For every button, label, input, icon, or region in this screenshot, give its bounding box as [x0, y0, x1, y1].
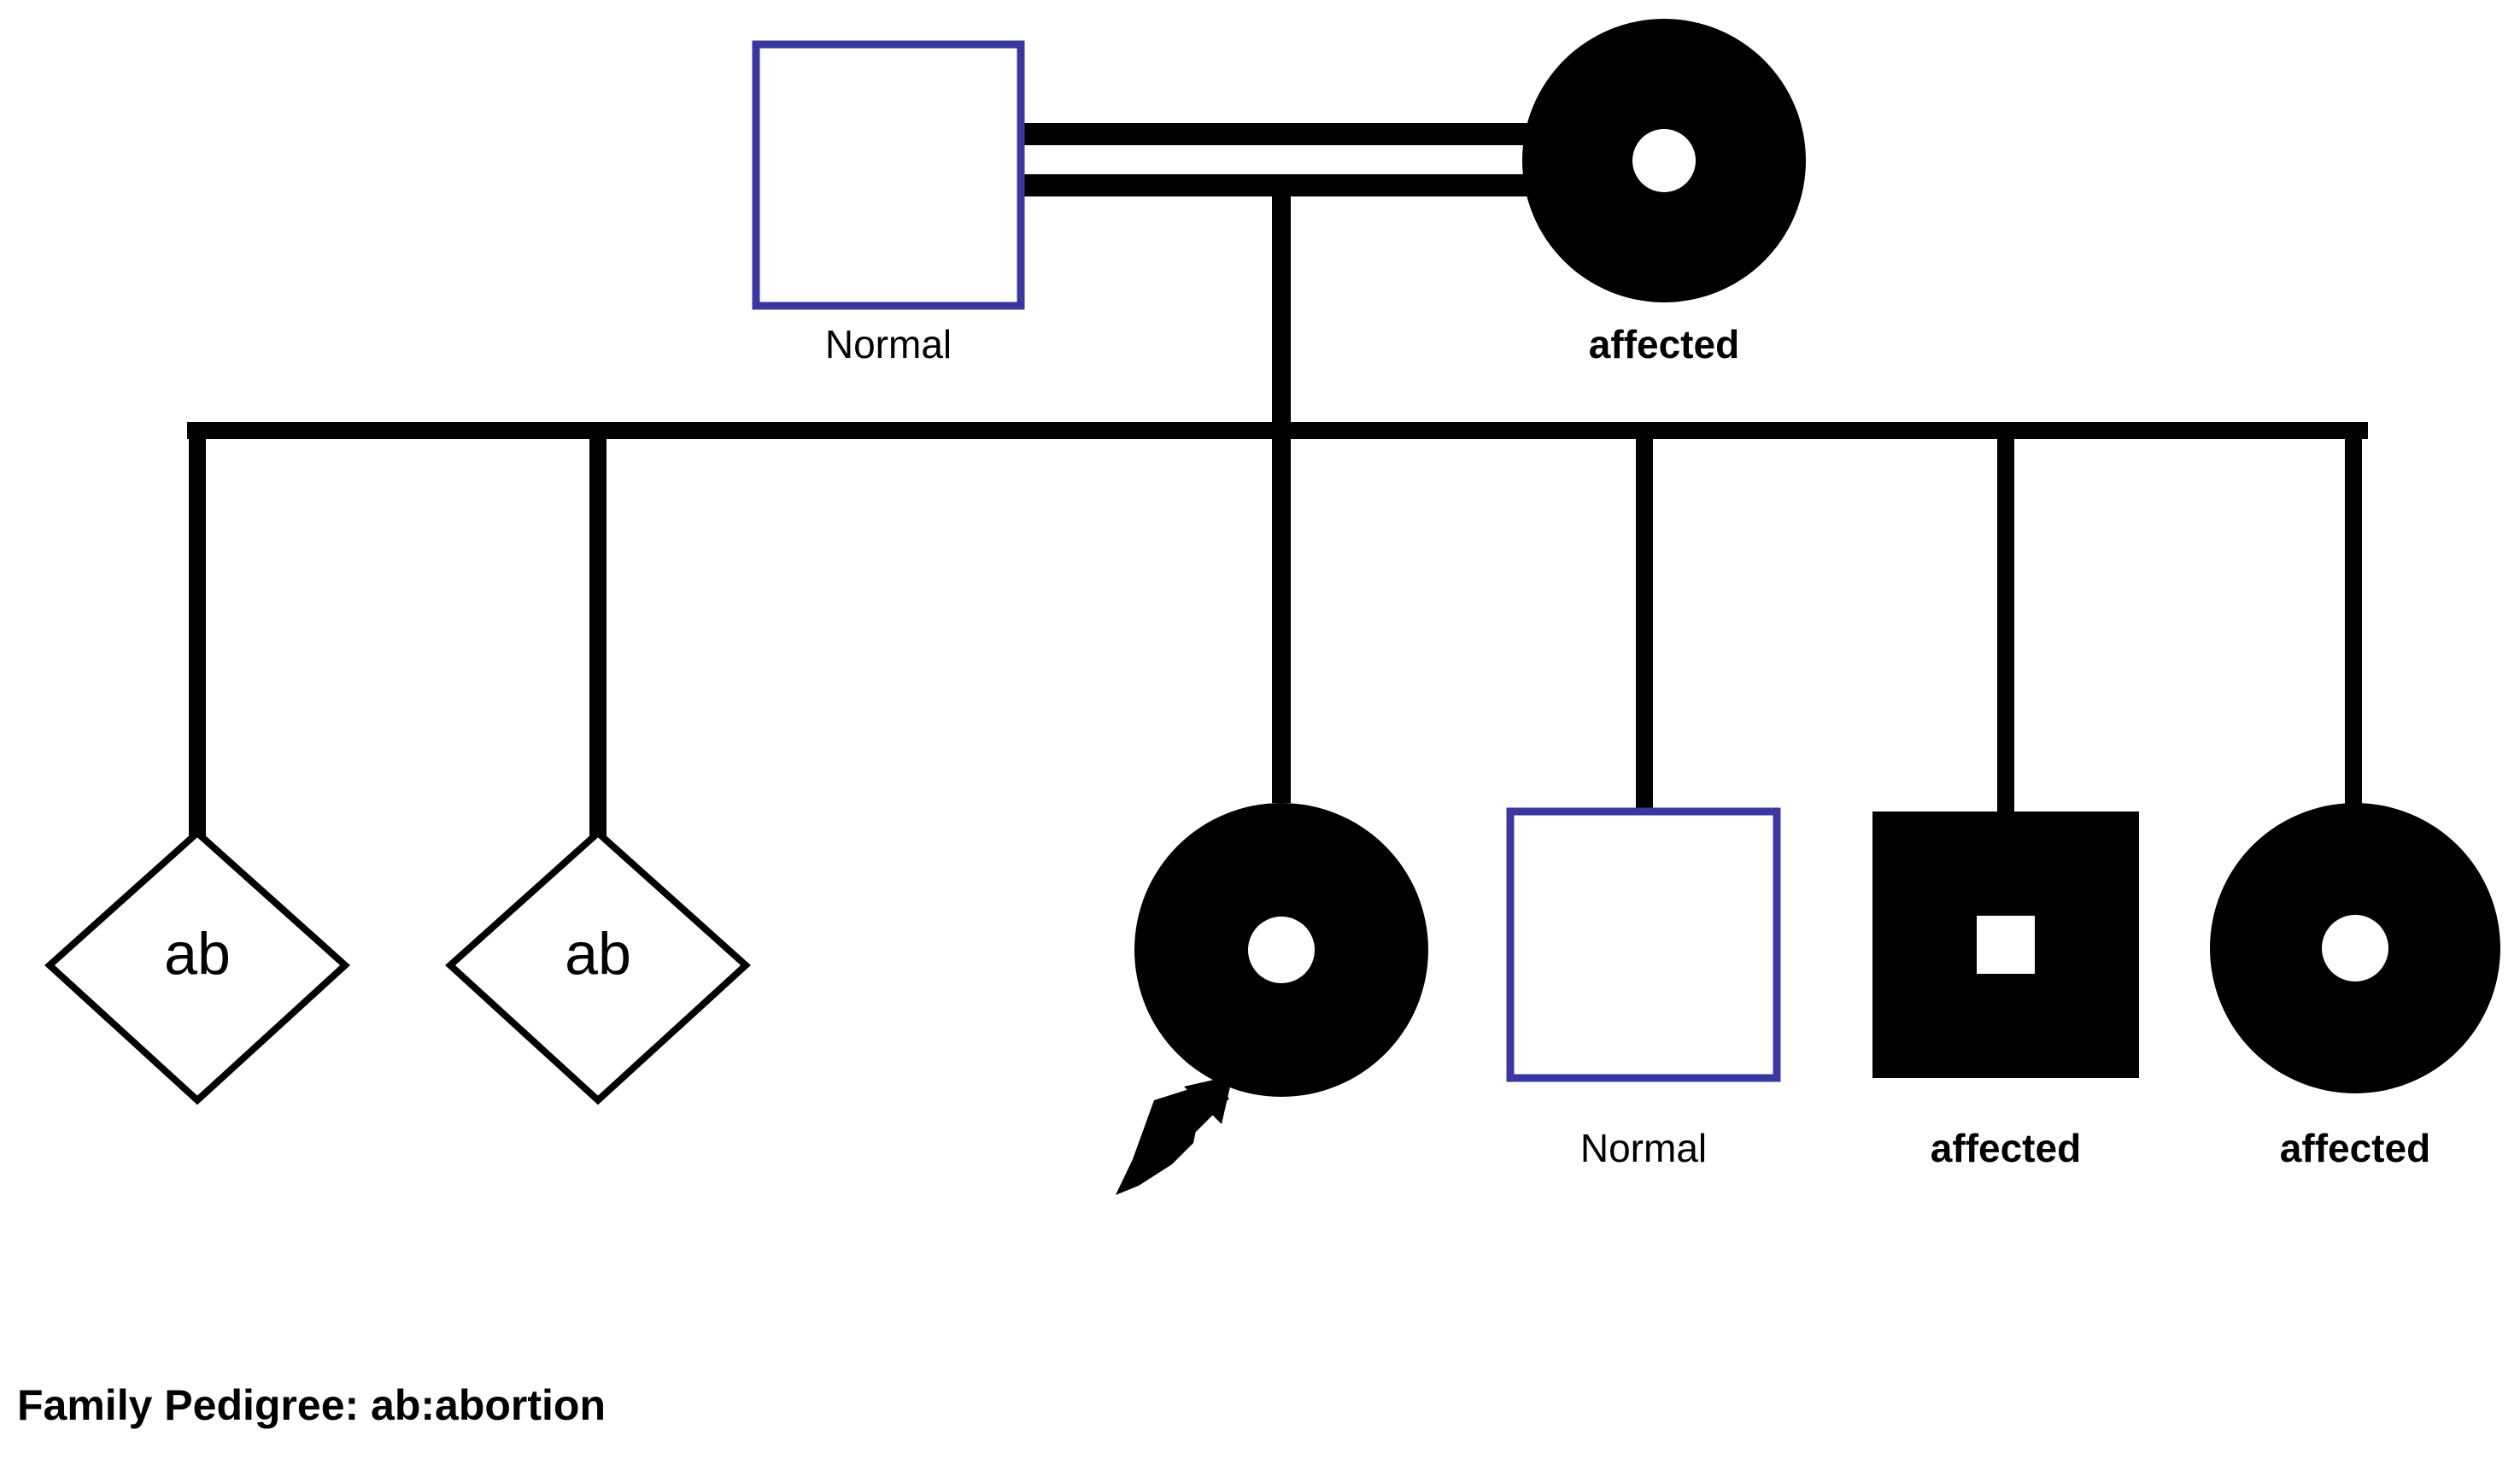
diamond-symbol-abortion[interactable] — [445, 828, 751, 1105]
person-child-1[interactable]: ab — [44, 828, 350, 1105]
person-child-2-inner-text: ab — [565, 920, 631, 987]
square-symbol-unaffected-male[interactable] — [1506, 807, 1781, 1082]
carrier-dot-icon — [2322, 915, 2388, 981]
carrier-dot-icon — [1248, 917, 1315, 983]
drop-line-child-2 — [589, 434, 607, 835]
marriage-line-upper — [1021, 123, 1542, 145]
person-child-5-label: affected — [1931, 1126, 2081, 1170]
pedigree-caption: Family Pedigree: ab:abortion — [17, 1381, 606, 1429]
person-mother-label: affected — [1589, 322, 1739, 366]
square-symbol-unaffected-male[interactable] — [752, 40, 1025, 310]
person-mother[interactable]: affected — [1522, 19, 1806, 366]
person-child-6-label: affected — [2280, 1126, 2430, 1170]
sibship-line — [187, 422, 2368, 439]
drop-line-child-6 — [2345, 434, 2362, 810]
person-child-4[interactable]: Normal — [1506, 807, 1781, 1170]
drop-line-child-3 — [1272, 434, 1291, 803]
carrier-dot-icon — [1632, 129, 1696, 192]
diamond-symbol-abortion[interactable] — [44, 828, 350, 1105]
drop-line-child-4 — [1636, 434, 1653, 817]
person-father[interactable]: Normal — [752, 40, 1025, 366]
person-child-3-proband[interactable] — [1116, 803, 1428, 1195]
person-father-label: Normal — [825, 322, 952, 366]
drop-line-child-5 — [1997, 434, 2014, 817]
person-child-5[interactable]: affected — [1872, 812, 2139, 1170]
drop-line-child-1 — [189, 434, 206, 835]
marriage-line-double — [1021, 123, 1542, 196]
person-child-6[interactable]: affected — [2210, 803, 2500, 1170]
person-child-2[interactable]: ab — [445, 828, 751, 1105]
person-child-1-inner-text: ab — [164, 920, 231, 987]
person-child-4-label: Normal — [1580, 1126, 1707, 1170]
proband-arrow-icon — [1116, 1075, 1233, 1195]
carrier-square-icon — [1977, 916, 2035, 974]
descent-line — [1272, 186, 1291, 434]
